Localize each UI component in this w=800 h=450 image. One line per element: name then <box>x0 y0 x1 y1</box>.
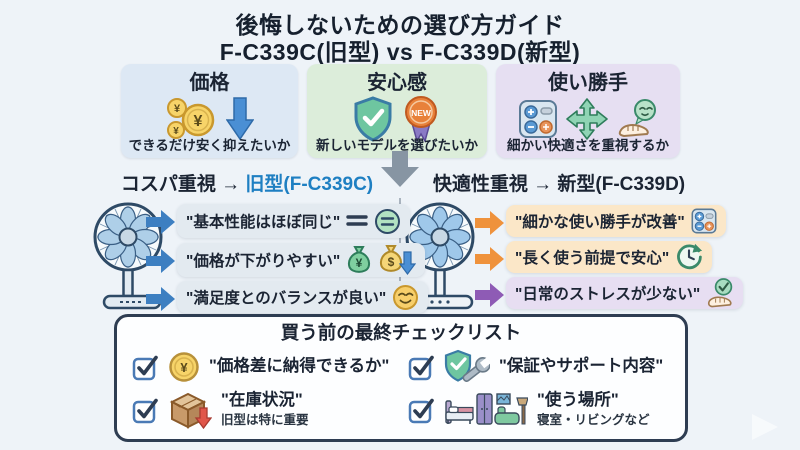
yen-coins-icon: ¥ ¥ ¥ <box>166 98 214 139</box>
criteria-question: 細かい快適さを重視するか <box>507 138 669 153</box>
purple-right-arrow-icon <box>475 283 504 307</box>
watermark-arrow <box>752 414 778 440</box>
old-model-name: 旧型(F-C339C) <box>245 174 374 195</box>
checklist-item-stock: "在庫状況" 旧型は特に重要 <box>132 390 309 430</box>
checklist-item-warranty: "保証やサポート内容" <box>408 347 663 387</box>
page-subtitle: F-C339C(旧型) vs F-C339D(新型) <box>219 39 581 65</box>
criteria-question: 新しいモデルを選びたいか <box>316 138 478 153</box>
yen-glyph: ¥ <box>173 126 179 137</box>
new-model-point-2: "長く使う前提で安心" <box>506 241 713 273</box>
checklist-text: "在庫状況" <box>221 390 303 409</box>
new-model-header: 快適性重視 → 新型(F-C339D) <box>432 174 686 195</box>
checkbox-checked-icon[interactable] <box>408 397 435 424</box>
criteria-title: 使い勝手 <box>548 72 628 94</box>
shield-check-icon <box>354 96 392 142</box>
new-fan-illustration <box>405 202 475 310</box>
point-text: "日常のストレスが少ない" <box>515 286 701 303</box>
remote-control-icon <box>691 208 717 234</box>
yen-glyph: ¥ <box>193 113 202 130</box>
dollar-glyph: $ <box>388 255 395 269</box>
checklist-subtext: 旧型は特に重要 <box>221 413 309 428</box>
equals-circle-icon <box>375 208 401 234</box>
criteria-box-usability: 使い勝手 細かい快 <box>496 64 680 158</box>
four-way-arrows-icon <box>566 98 608 140</box>
room-furniture-icon <box>445 393 528 425</box>
yen-glyph: ¥ <box>173 103 180 115</box>
checkbox-checked-icon[interactable] <box>132 354 159 381</box>
point-text: "長く使う前提で安心" <box>515 250 670 267</box>
blue-right-arrow-icon <box>146 210 175 234</box>
new-model-point-1: "細かな使い勝手が改善" <box>506 205 726 237</box>
clock-longevity-icon <box>677 243 703 270</box>
yen-glyph: ¥ <box>180 360 188 375</box>
yen-coin-icon: ¥ <box>169 352 199 382</box>
point-text: "細かな使い勝手が改善" <box>515 214 685 231</box>
criteria-box-safety: 安心感 NEW 新しいモデルを選びたいか <box>307 64 487 158</box>
point-text: "満足度とのバランスが良い" <box>186 290 387 307</box>
orange-right-arrow-icon <box>475 211 504 235</box>
blue-right-arrow-icon <box>146 249 175 273</box>
checklist-text: "価格差に納得できるか" <box>209 357 390 376</box>
old-model-header-prefix: コスパ重視 → <box>120 174 246 195</box>
checkbox-checked-icon[interactable] <box>132 397 159 424</box>
checklist-text: "使う場所" <box>537 390 619 409</box>
equals-glyph-icon <box>346 215 368 226</box>
dollar-moneybag-down-icon: $ <box>380 245 417 275</box>
point-text: "価格が下がりやすい" <box>186 253 341 270</box>
remote-control-icon <box>519 100 557 138</box>
criteria-title: 価格 <box>189 72 230 94</box>
checklist-item-price-gap: ¥ "価格差に納得できるか" <box>132 347 389 387</box>
old-model-point-1: "基本性能はほぼ同じ" <box>177 204 411 238</box>
checklist-subtext: 寝室・リビングなど <box>537 413 650 428</box>
orange-right-arrow-icon <box>475 247 504 271</box>
new-model-point-3: "日常のストレスが少ない" <box>506 277 744 309</box>
old-model-point-3: "満足度とのバランスが良い" <box>177 281 429 313</box>
section-down-arrow-icon <box>381 151 419 187</box>
checklist-title: 買う前の最終チェックリスト <box>280 322 522 343</box>
hand-feedback-icon <box>618 99 656 138</box>
criteria-box-price: 価格 ¥ ¥ ¥ できるだけ安く抑えたいか <box>121 64 298 158</box>
criteria-question: できるだけ安く抑えたいか <box>128 138 291 153</box>
hand-check-icon <box>708 278 733 308</box>
stock-box-down-icon <box>169 392 212 430</box>
yen-moneybag-icon: ¥ <box>348 246 371 273</box>
point-text: "基本性能はほぼ同じ" <box>186 214 341 231</box>
price-down-arrow-icon <box>225 97 254 141</box>
old-model-header: コスパ重視 → 旧型(F-C339C) <box>92 169 402 196</box>
blue-right-arrow-icon <box>146 287 175 311</box>
new-label: NEW <box>411 108 432 118</box>
smiley-icon <box>393 284 419 310</box>
new-badge-icon: NEW <box>405 96 437 143</box>
checkbox-checked-icon[interactable] <box>408 354 435 381</box>
shield-wrench-icon <box>444 349 490 382</box>
yen-glyph: ¥ <box>356 256 363 270</box>
criteria-title: 安心感 <box>367 72 427 94</box>
checklist-item-place: "使う場所" 寝室・リビングなど <box>408 390 650 430</box>
page-title: 後悔しないための選び方ガイド <box>235 12 565 38</box>
old-model-point-2: "価格が下がりやすい" ¥ $ <box>177 243 426 277</box>
old-fan-illustration <box>93 202 163 310</box>
checklist-text: "保証やサポート内容" <box>499 357 664 376</box>
